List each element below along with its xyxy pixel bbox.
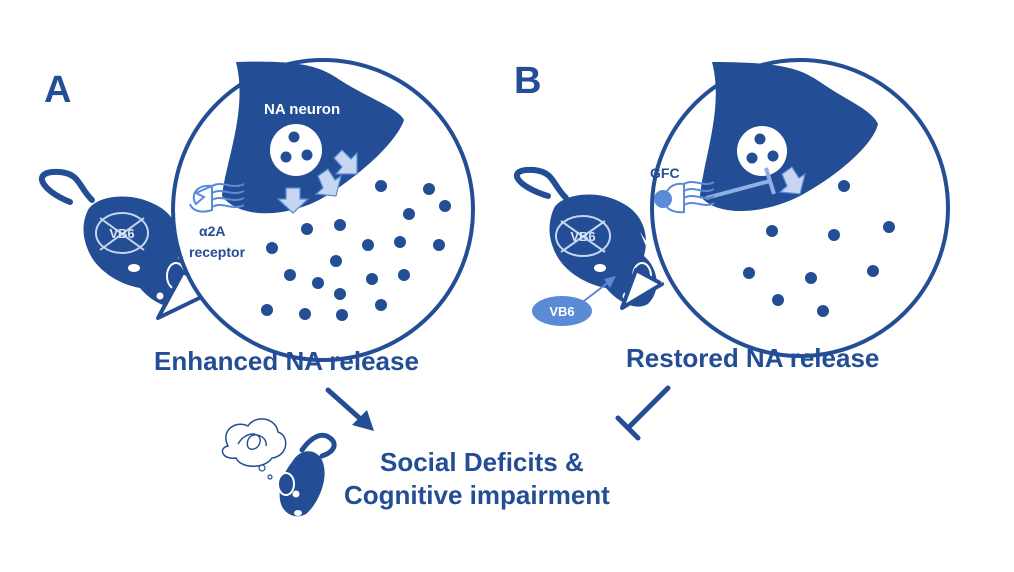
thought-bubble-icon (221, 418, 287, 480)
release-arrow-b (778, 166, 806, 195)
release-arrow-a-3 (333, 149, 358, 175)
knockout-badge-a (95, 212, 149, 254)
release-arrow-a-2 (314, 168, 342, 197)
panel-a-letter: A (44, 69, 71, 111)
inhibit-arrow-b (615, 385, 671, 441)
na-molecules-a (261, 180, 451, 321)
gfc-label: GFC (650, 165, 680, 181)
rescue-pill (532, 296, 592, 326)
gfc-ligand-icon (654, 190, 672, 208)
receptor-a-icon (189, 183, 245, 213)
knockout-gene-b: VB6 (570, 229, 595, 244)
knockout-badge-b (555, 215, 611, 257)
result-line2: Cognitive impairment (344, 480, 610, 510)
receptor-label-line2: receptor (189, 244, 246, 260)
rescue-gene: VB6 (549, 304, 574, 319)
receptor-label-line1: α2A (199, 223, 226, 239)
vesicle-b (737, 126, 787, 176)
release-arrow-a-1 (276, 187, 310, 214)
cause-arrow-a (325, 387, 374, 431)
neuron-terminal-b (700, 62, 878, 212)
inhibition-bar-b (705, 167, 776, 200)
rescue-pointer-head (604, 276, 616, 288)
panel-a-outcome: Enhanced NA release (154, 346, 419, 376)
neuron-label: NA neuron (264, 101, 340, 118)
panel-b-letter: B (514, 60, 541, 102)
knockout-gene-a: VB6 (109, 226, 134, 241)
confused-mouse-icon (277, 432, 337, 517)
result-line1: Social Deficits & (380, 447, 584, 477)
panel-b-outcome: Restored NA release (626, 343, 879, 373)
vesicle-a (270, 124, 322, 176)
na-molecules-b (743, 180, 895, 317)
